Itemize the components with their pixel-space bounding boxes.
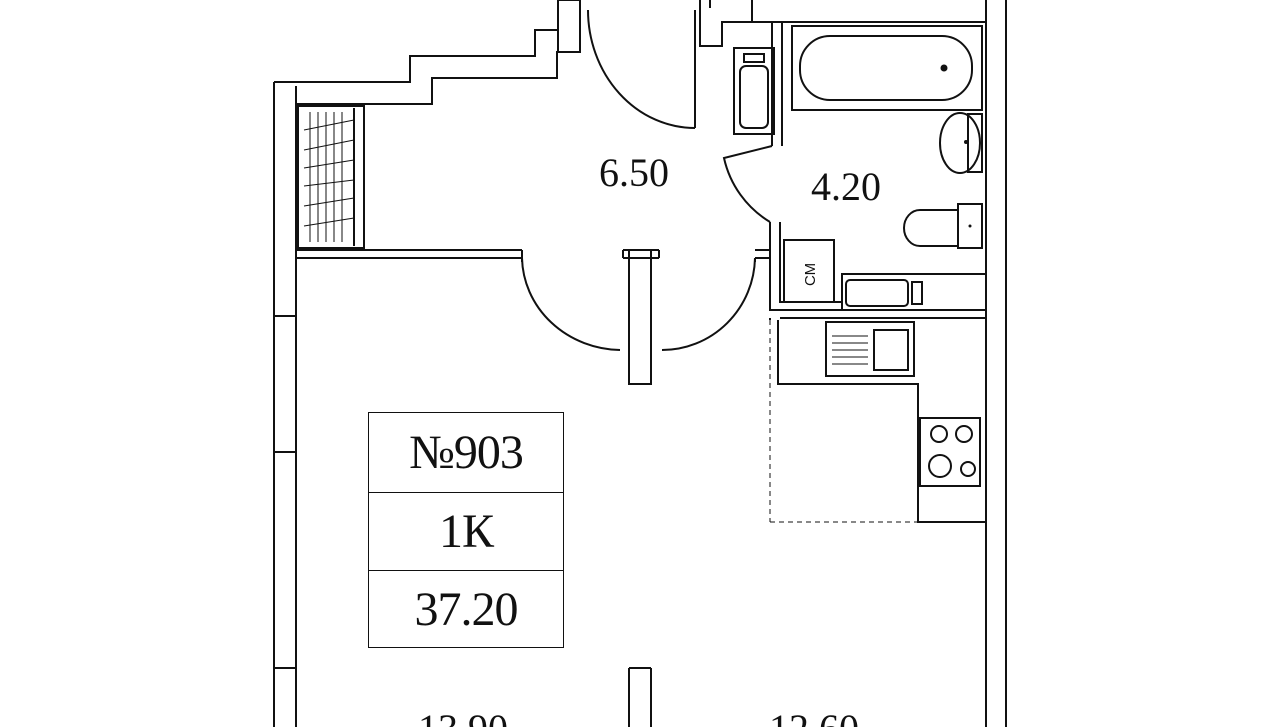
wardrobe — [297, 105, 365, 249]
hall-room-partition — [296, 249, 523, 259]
room-area-label: 13.90 — [418, 706, 508, 727]
bathtub-drain-icon — [940, 64, 948, 72]
central-partition — [622, 249, 660, 727]
washer-label: СМ — [802, 263, 819, 286]
kitchen-door — [661, 257, 756, 351]
toilet-button-icon — [968, 224, 972, 228]
right-outer-wall — [985, 0, 1007, 727]
kitchen-counter — [777, 320, 986, 523]
kitchen-dashed-outline — [769, 320, 918, 523]
room-door — [521, 257, 621, 351]
bathtub — [791, 25, 983, 111]
left-outer-wall — [273, 81, 297, 727]
total-area: 37.20 — [369, 570, 563, 649]
bathroom-area-label: 4.20 — [811, 164, 881, 209]
stove — [919, 417, 981, 487]
toilet — [903, 203, 983, 249]
kitchen-sink-counter — [841, 273, 987, 311]
bathroom-door — [722, 145, 773, 223]
bathroom-sink — [939, 112, 983, 174]
kitchen-area-label: 12.60 — [769, 706, 859, 727]
top-stepped-wall — [274, 0, 581, 105]
apartment-legend: №903 1К 37.20 — [368, 412, 564, 648]
bath-cabinet — [733, 47, 775, 135]
layout-type: 1К — [369, 491, 563, 571]
washing-machine — [783, 239, 835, 303]
top-right-wall — [699, 0, 986, 47]
entrance-door — [587, 9, 696, 129]
sink-tap-icon — [964, 140, 968, 144]
hall-area-label: 6.50 — [599, 150, 669, 195]
apartment-number: №903 — [409, 425, 524, 479]
kitchen-sink — [825, 321, 915, 377]
